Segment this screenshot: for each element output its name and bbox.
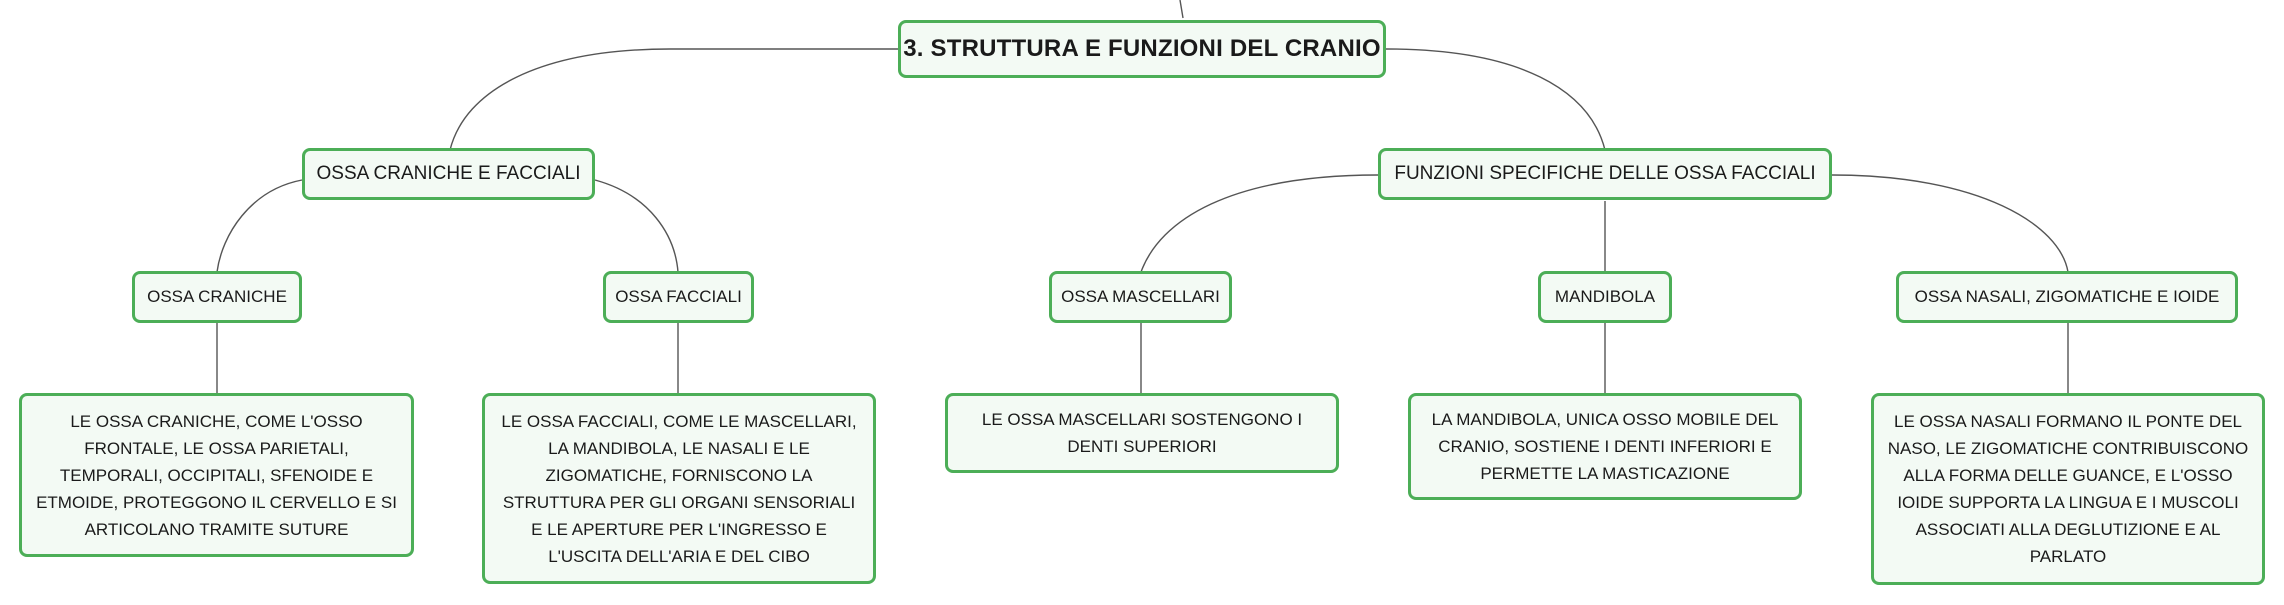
- connector-right-nasal: [1831, 174, 2069, 273]
- detail-cranial-bones-text: LE OSSA CRANICHE, COME L'OSSO FRONTALE, …: [36, 411, 397, 539]
- detail-mandible-text: LA MANDIBOLA, UNICA OSSO MOBILE DEL CRAN…: [1431, 410, 1779, 483]
- node-mandible-label: MANDIBOLA: [1554, 287, 1656, 306]
- node-maxillary-bones-label: OSSA MASCELLARI: [1061, 287, 1220, 306]
- connector-root-right: [1385, 48, 1606, 151]
- detail-nasal-zygomatic-hyoid-text: LE OSSA NASALI FORMANO IL PONTE DEL NASO…: [1887, 412, 2249, 566]
- connector-root-left: [449, 48, 898, 151]
- detail-facial-bones[interactable]: LE OSSA FACCIALI, COME LE MASCELLARI, LA…: [482, 393, 876, 584]
- branch-cranial-facial-bones[interactable]: OSSA CRANICHE E FACCIALI: [302, 148, 595, 200]
- node-nasal-zygomatic-hyoid[interactable]: OSSA NASALI, ZIGOMATICHE E IOIDE: [1896, 271, 2238, 323]
- connector-right-maxillary: [1140, 174, 1379, 273]
- node-facial-bones[interactable]: OSSA FACCIALI: [603, 271, 754, 323]
- connector-left-cranial: [216, 179, 303, 273]
- node-cranial-bones[interactable]: OSSA CRANICHE: [132, 271, 302, 323]
- branch-cranial-facial-bones-label: OSSA CRANICHE E FACCIALI: [316, 163, 581, 184]
- detail-nasal-zygomatic-hyoid[interactable]: LE OSSA NASALI FORMANO IL PONTE DEL NASO…: [1871, 393, 2265, 585]
- node-maxillary-bones[interactable]: OSSA MASCELLARI: [1049, 271, 1232, 323]
- node-nasal-zygomatic-hyoid-label: OSSA NASALI, ZIGOMATICHE E IOIDE: [1914, 287, 2220, 306]
- detail-maxillary-bones-text: LE OSSA MASCELLARI SOSTENGONO I DENTI SU…: [981, 410, 1303, 456]
- connector-left-facial: [594, 179, 679, 273]
- root-node[interactable]: 3. STRUTTURA E FUNZIONI DEL CRANIO: [898, 20, 1386, 78]
- node-cranial-bones-label: OSSA CRANICHE: [147, 287, 287, 306]
- branch-facial-bone-functions[interactable]: FUNZIONI SPECIFICHE DELLE OSSA FACCIALI: [1378, 148, 1832, 200]
- root-label: 3. STRUTTURA E FUNZIONI DEL CRANIO: [903, 35, 1381, 62]
- detail-facial-bones-text: LE OSSA FACCIALI, COME LE MASCELLARI, LA…: [501, 411, 857, 566]
- node-facial-bones-label: OSSA FACCIALI: [615, 287, 742, 306]
- detail-cranial-bones[interactable]: LE OSSA CRANICHE, COME L'OSSO FRONTALE, …: [19, 393, 414, 557]
- node-mandible[interactable]: MANDIBOLA: [1538, 271, 1672, 323]
- detail-mandible[interactable]: LA MANDIBOLA, UNICA OSSO MOBILE DEL CRAN…: [1408, 393, 1802, 500]
- detail-maxillary-bones[interactable]: LE OSSA MASCELLARI SOSTENGONO I DENTI SU…: [945, 393, 1339, 473]
- branch-facial-bone-functions-label: FUNZIONI SPECIFICHE DELLE OSSA FACCIALI: [1394, 163, 1816, 184]
- connector-root-parent: [1179, 0, 1184, 19]
